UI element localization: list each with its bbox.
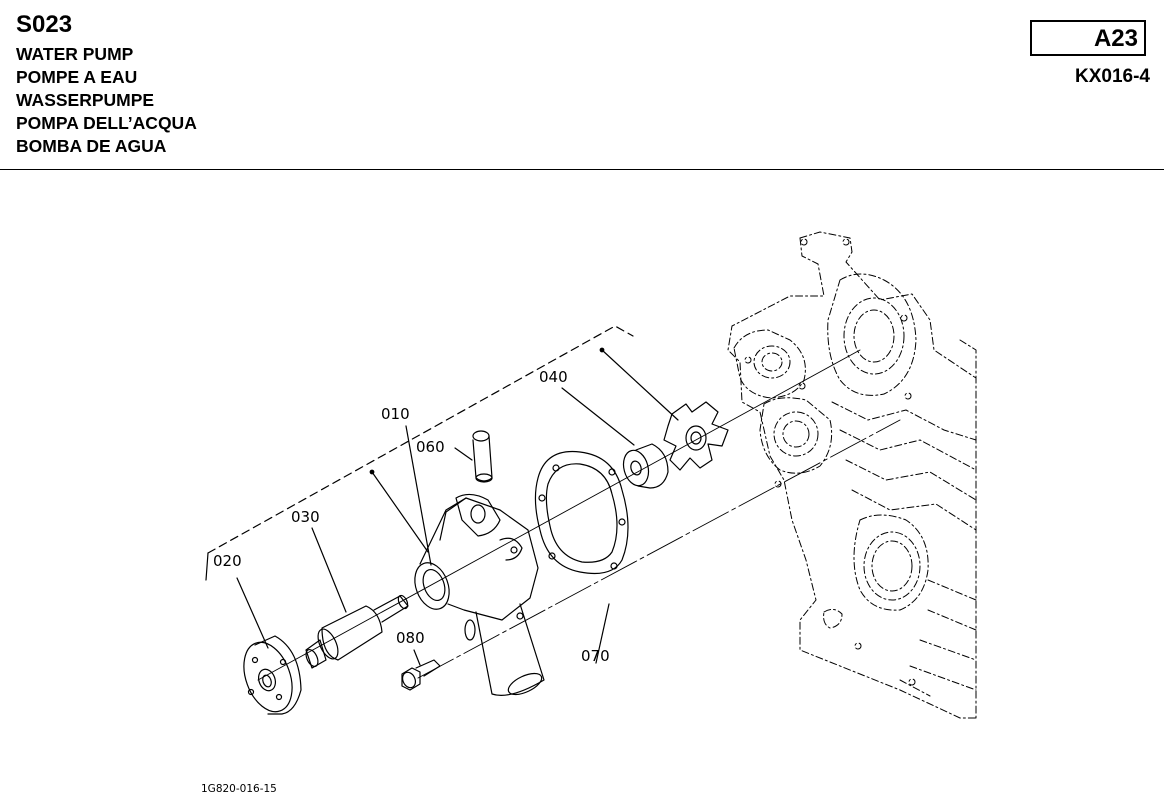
- title-fr: POMPE A EAU: [16, 67, 138, 87]
- gasket: [534, 450, 629, 575]
- callout-080: 080: [396, 629, 425, 647]
- callout-060: 060: [416, 438, 445, 456]
- callout-020: 020: [213, 552, 242, 570]
- bearing-shaft: [305, 594, 409, 669]
- section-badge: A23: [1030, 20, 1146, 56]
- sleeve-pin: [472, 430, 493, 483]
- title-de: WASSERPUMPE: [16, 90, 155, 110]
- title-es: BOMBA DE AGUA: [16, 136, 167, 156]
- header-divider: [0, 169, 1164, 170]
- drawing-reference: 1G820-016-15: [201, 783, 277, 795]
- callout-010: 010: [381, 405, 410, 423]
- callout-030: 030: [291, 508, 320, 526]
- title-it: POMPA DELL’ACQUA: [16, 113, 197, 133]
- title-en: WATER PUMP: [16, 44, 134, 64]
- leader-lines: [236, 347, 679, 666]
- impeller: [663, 401, 729, 471]
- page-code: S023: [16, 11, 73, 38]
- callout-040: 040: [539, 368, 568, 386]
- alignment-lines: [257, 349, 901, 681]
- pump-body: [414, 493, 545, 696]
- bracket-end: [205, 552, 209, 581]
- model-label: KX016-4: [1075, 66, 1150, 87]
- exploded-diagram: 010 020 030 040 060 070 080: [205, 231, 977, 719]
- mechanical-seal: [622, 443, 669, 489]
- pulley-flange: [243, 635, 302, 715]
- title-list: WATER PUMP POMPE A EAU WASSERPUMPE POMPA…: [16, 43, 197, 158]
- engine-block: [727, 231, 977, 719]
- callout-070: 070: [581, 647, 610, 665]
- drain-bolt: [401, 659, 441, 691]
- section-label: A23: [1093, 25, 1138, 52]
